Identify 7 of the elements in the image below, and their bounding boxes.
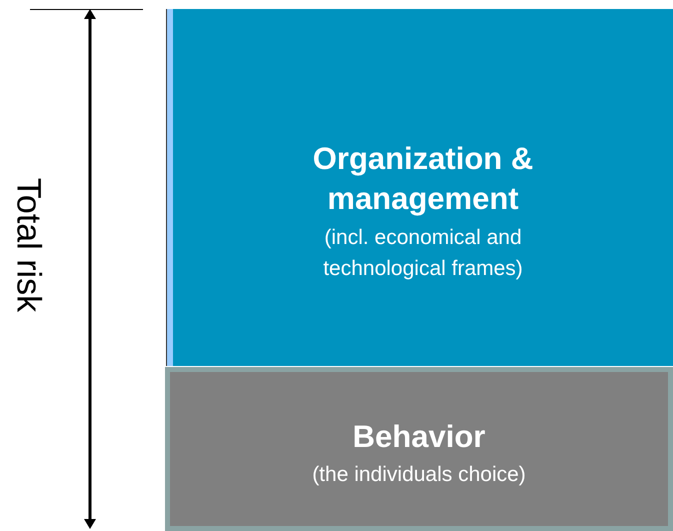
layer-box: [167, 9, 673, 366]
axis-label: Total risk: [8, 178, 48, 312]
layer-description: (incl. economical and technological frames): [322, 224, 524, 282]
layer-title: Organization & management: [312, 140, 534, 218]
layer-box: [165, 367, 673, 531]
layer-description: (the individuals choice): [311, 462, 527, 488]
layer-title: Behavior: [352, 418, 486, 456]
